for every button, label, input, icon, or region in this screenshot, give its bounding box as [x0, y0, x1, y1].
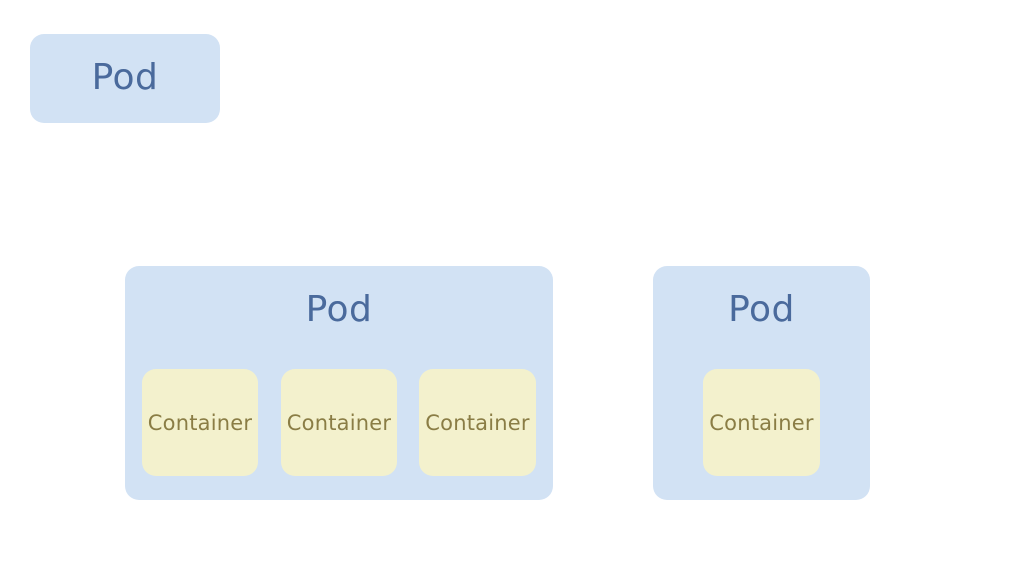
pod-label: Pod: [91, 57, 159, 98]
pod-multi-container: Pod Container Container Container: [125, 266, 553, 500]
pod-label: Pod: [305, 289, 373, 330]
container-box: Container: [419, 369, 536, 476]
container-box: Container: [281, 369, 397, 476]
pod-empty: Pod: [30, 34, 220, 123]
container-box: Container: [703, 369, 820, 476]
pod-single-container: Pod Container: [653, 266, 870, 500]
pod-label: Pod: [728, 289, 795, 330]
container-box: Container: [142, 369, 258, 476]
